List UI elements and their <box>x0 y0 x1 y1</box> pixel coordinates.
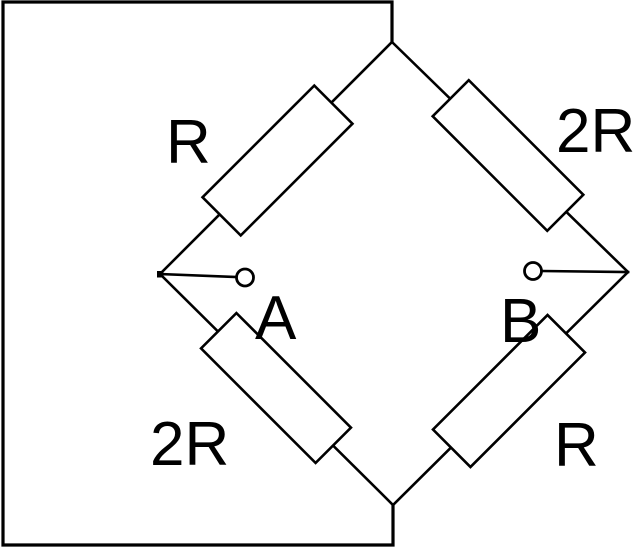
resistor-bottom-right-label: R <box>554 411 599 480</box>
source-loop-wire <box>1 0 395 547</box>
left-vertex-junction-dot <box>157 271 164 278</box>
terminal-b-lead-wire <box>540 269 630 274</box>
terminal-a-node-icon <box>235 267 255 288</box>
terminal-a-label: A <box>255 284 297 353</box>
terminal-a-lead-wire <box>158 272 238 279</box>
resistor-bottom-left-label: 2R <box>150 410 229 479</box>
resistor-top-left-label: R <box>166 108 211 177</box>
resistor-bottom-right-body <box>431 313 587 469</box>
resistor-top-left-body <box>200 83 355 238</box>
resistor-bottom-left-body <box>199 311 353 465</box>
resistor-top-right-body <box>430 78 586 233</box>
terminal-b-label: B <box>500 287 541 356</box>
resistor-top-right-label: 2R <box>556 97 633 166</box>
terminal-b-node-icon <box>523 261 543 281</box>
